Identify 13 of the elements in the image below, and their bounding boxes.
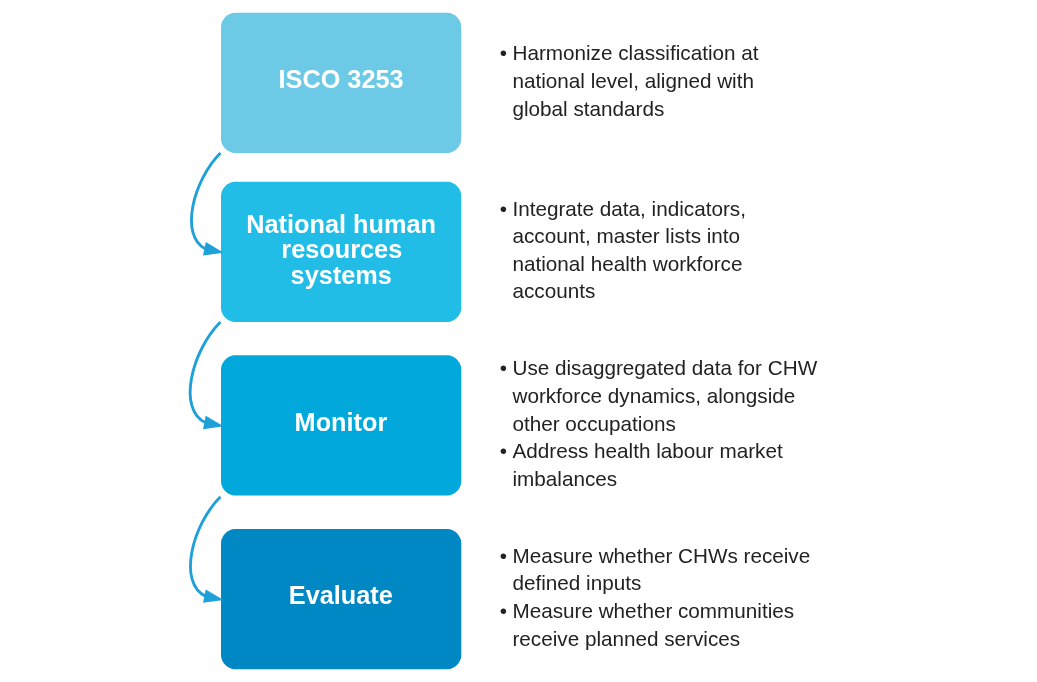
node-label: • Measure whether CHWs receive defined inputs (499, 543, 811, 595)
arrow (189, 495, 224, 603)
arrow (188, 321, 224, 430)
node-box: ISCO 3253 (221, 12, 462, 154)
node-label: • Address health labour market imbalances (499, 439, 783, 490)
node-label: • Use disaggregated data for CHW workforce dynamics, alongside other occupations (499, 356, 818, 435)
node-label: • Integrate data, indicators, account, master lists into national health workforce accounts (499, 196, 746, 303)
node-label: • Harmonize classification at national level, aligned with global standards (499, 41, 759, 120)
arrow (190, 152, 224, 256)
node-label: • Measure whether communities receive planned services (499, 598, 795, 650)
node-box: Evaluate (221, 528, 462, 670)
node-box: National human resources systems (221, 181, 462, 323)
node-box: Monitor (221, 355, 462, 496)
